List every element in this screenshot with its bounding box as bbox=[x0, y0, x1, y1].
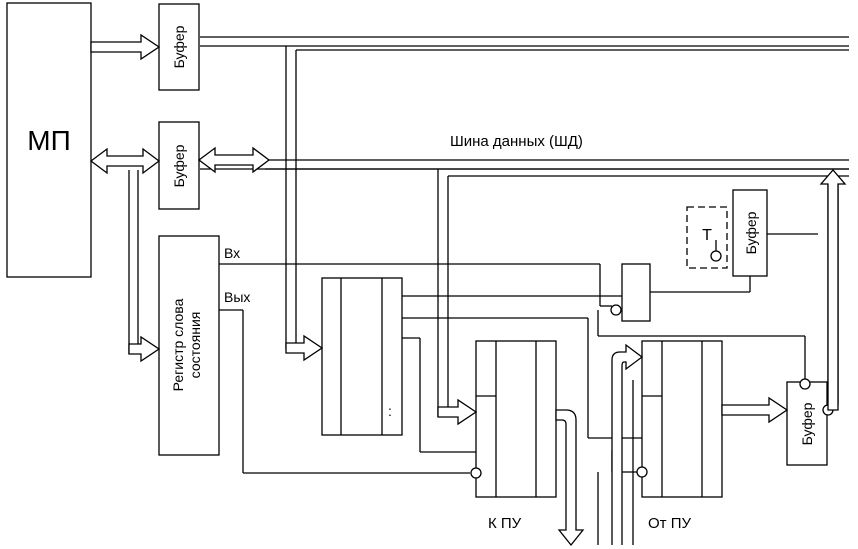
arrow-buffer-bus-bidir bbox=[197, 146, 271, 174]
buffer-mid bbox=[158, 121, 200, 210]
status-register bbox=[158, 235, 220, 456]
output-register bbox=[475, 340, 557, 498]
arrow-to-register bbox=[128, 335, 161, 363]
output-label: Вых bbox=[224, 289, 250, 305]
from-pu-input-lines bbox=[597, 380, 634, 545]
arrow-mp-to-buffer bbox=[90, 33, 161, 61]
register-dots: : bbox=[388, 403, 392, 419]
to-pu-label: К ПУ bbox=[488, 515, 522, 532]
input-register bbox=[641, 340, 723, 498]
mp-label: МП bbox=[27, 125, 70, 156]
arrow-to-pu bbox=[555, 409, 585, 547]
trigger-switch bbox=[686, 206, 728, 269]
buffer-right-label: Буфер bbox=[743, 211, 759, 254]
address-bus bbox=[200, 36, 849, 349]
mp-block bbox=[6, 2, 92, 278]
arrow-mp-buffer-bidir bbox=[89, 147, 161, 175]
arrow-to-control-register bbox=[285, 334, 324, 362]
from-pu-label: От ПУ bbox=[648, 515, 691, 532]
arrow-from-pu bbox=[611, 343, 644, 545]
data-bus bbox=[128, 159, 849, 354]
input-label: Вх bbox=[224, 245, 240, 261]
control-register bbox=[321, 277, 403, 436]
buffer-mid-label: Буфер bbox=[171, 144, 187, 187]
logic-gate bbox=[621, 263, 651, 322]
arrow-input-to-buffer bbox=[721, 396, 789, 424]
buffer-bottom-label: Буфер bbox=[799, 402, 815, 445]
arrow-buffer-to-bus bbox=[819, 169, 847, 411]
arrow-to-output-register bbox=[437, 398, 478, 426]
trigger-label: Т bbox=[702, 227, 712, 244]
data-bus-label: Шина данных (ШД) bbox=[450, 133, 583, 150]
buffer-right bbox=[732, 189, 768, 277]
status-register-label-1: Регистр слова bbox=[170, 298, 186, 391]
status-register-label-2: состояния bbox=[187, 312, 203, 379]
buffer-top-label: Буфер bbox=[171, 25, 187, 68]
